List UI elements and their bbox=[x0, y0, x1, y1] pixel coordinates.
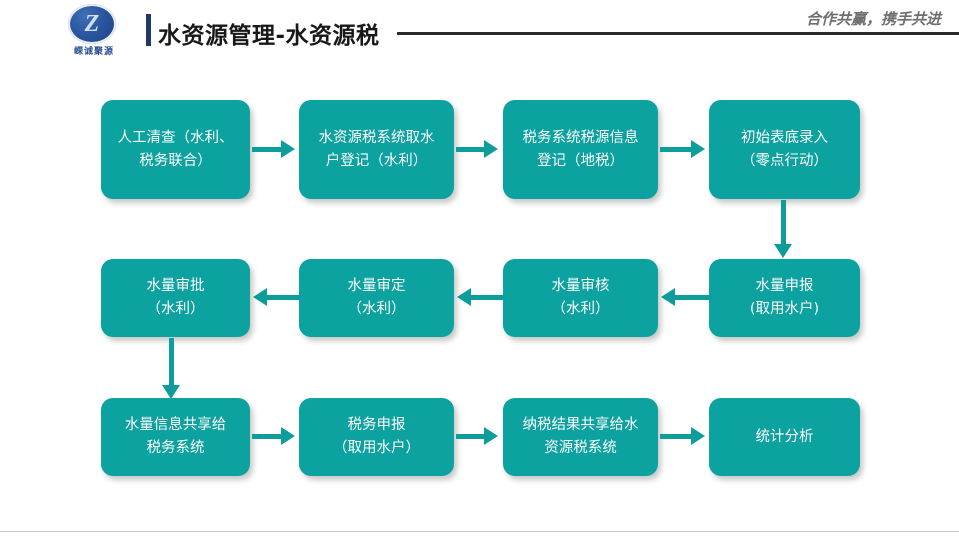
flow-node-n2[interactable]: 水资源税系统取水 户登记（水利） bbox=[299, 100, 454, 199]
flow-node-label: 水量申报 (取用水户) bbox=[749, 278, 820, 317]
flow-node-label: 水量审批 （水利） bbox=[146, 278, 205, 317]
edge-n5-n6 bbox=[674, 295, 711, 300]
flow-node-label: 税务系统税源信息 登记（地税） bbox=[522, 129, 639, 169]
flow-node-label: 水资源税系统取水 户登记（水利） bbox=[318, 129, 435, 169]
edge-n1-n2 bbox=[252, 147, 282, 152]
flow-node-n11[interactable]: 纳税结果共享给水 资源税系统 bbox=[503, 398, 658, 476]
arrowhead-left-icon bbox=[457, 288, 471, 306]
flow-node-n9[interactable]: 水量信息共享给 税务系统 bbox=[101, 398, 250, 476]
flow-node-label: 纳税结果共享给水 资源税系统 bbox=[522, 417, 639, 456]
arrowhead-right-icon bbox=[691, 140, 705, 158]
flow-node-label: 水量审定 （水利） bbox=[347, 278, 406, 317]
footer-divider-line bbox=[0, 531, 959, 532]
flow-node-label: 人工清查（水利、 税务联合） bbox=[117, 129, 234, 169]
flow-node-n1[interactable]: 人工清查（水利、 税务联合） bbox=[101, 100, 250, 199]
title-accent-bar bbox=[146, 14, 151, 46]
arrowhead-right-icon bbox=[281, 140, 295, 158]
edge-n6-n7 bbox=[470, 295, 505, 300]
flow-node-label: 初始表底录入 （零点行动） bbox=[741, 129, 828, 169]
flow-node-label: 水量信息共享给 税务系统 bbox=[124, 417, 227, 456]
company-logo-icon bbox=[68, 4, 116, 44]
flow-node-n12[interactable]: 统计分析 bbox=[709, 398, 860, 476]
edge-n2-n3 bbox=[456, 147, 485, 152]
tagline: 合作共赢，携手共进 bbox=[805, 10, 941, 28]
title-divider-line bbox=[397, 32, 959, 35]
edge-n4-n5 bbox=[781, 200, 786, 246]
arrowhead-left-icon bbox=[661, 288, 675, 306]
arrowhead-right-icon bbox=[484, 427, 498, 445]
flow-node-label: 统计分析 bbox=[755, 428, 814, 445]
company-logo: 嵘诚聚源 bbox=[48, 4, 140, 56]
arrowhead-left-icon bbox=[253, 288, 267, 306]
flow-node-n3[interactable]: 税务系统税源信息 登记（地税） bbox=[503, 100, 658, 199]
flow-node-n6[interactable]: 水量审核 （水利） bbox=[503, 259, 658, 337]
arrowhead-right-icon bbox=[691, 427, 705, 445]
flow-node-n10[interactable]: 税务申报 （取用水户） bbox=[299, 398, 454, 476]
page-title: 水资源管理-水资源税 bbox=[158, 23, 380, 49]
arrowhead-right-icon bbox=[281, 427, 295, 445]
flow-node-label: 水量审核 （水利） bbox=[551, 278, 610, 317]
edge-n11-n12 bbox=[660, 434, 692, 439]
flow-node-label: 税务申报 （取用水户） bbox=[333, 417, 420, 456]
flow-node-n4[interactable]: 初始表底录入 （零点行动） bbox=[709, 100, 860, 199]
company-logo-text: 嵘诚聚源 bbox=[73, 46, 114, 56]
edge-n9-n10 bbox=[252, 434, 282, 439]
flow-node-n5[interactable]: 水量申报 (取用水户) bbox=[709, 259, 860, 337]
edge-n3-n4 bbox=[660, 147, 692, 152]
arrowhead-down-icon bbox=[774, 244, 792, 258]
edge-n7-n8 bbox=[266, 295, 301, 300]
arrowhead-down-icon bbox=[162, 385, 180, 399]
flow-node-n8[interactable]: 水量审批 （水利） bbox=[101, 259, 250, 337]
edge-n8-n9 bbox=[169, 338, 174, 387]
arrowhead-right-icon bbox=[484, 140, 498, 158]
edge-n10-n11 bbox=[456, 434, 485, 439]
flow-node-n7[interactable]: 水量审定 （水利） bbox=[299, 259, 454, 337]
